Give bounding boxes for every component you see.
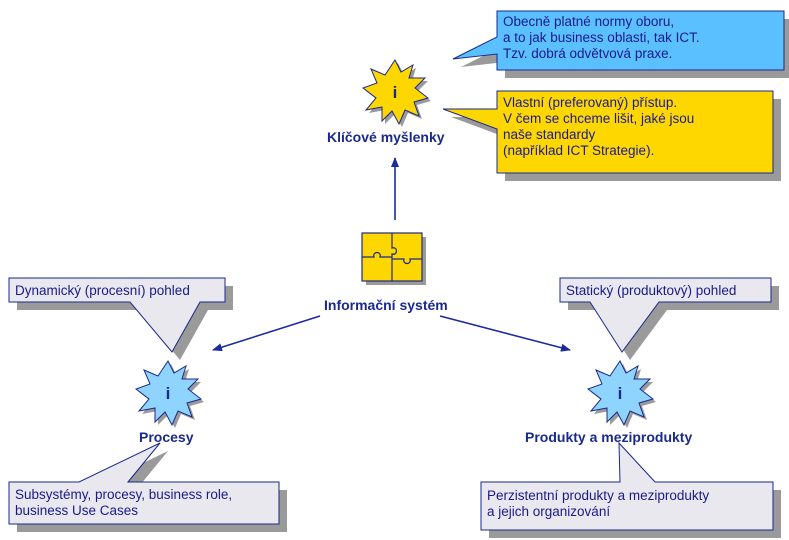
- node-label-products: Produkty a meziprodukty: [525, 429, 693, 445]
- callout-dynamic-view-text: Dynamický (procesní) pohled: [15, 283, 190, 298]
- callout-dynamic-view: [8, 277, 233, 360]
- callout-product-details-text: Perzistentní produkty a meziprodukty a j…: [487, 488, 710, 519]
- puzzle-icon: [361, 232, 426, 285]
- node-label-processes: Procesy: [139, 429, 194, 445]
- callout-product-details: [480, 441, 781, 538]
- arrow-to-products: [439, 315, 571, 352]
- callout-own-approach-text: Vlastní (preferovaný) přístup. V čem se …: [503, 95, 695, 158]
- callout-static-view-text: Statický (produktový) pohled: [566, 283, 737, 298]
- callout-process-details: [8, 442, 287, 532]
- callout-industry-norms-text: Obecně platné normy oboru, a to jak busi…: [503, 14, 700, 61]
- info-burst-icon: i: [361, 59, 431, 127]
- svg-text:i: i: [166, 384, 171, 403]
- svg-text:i: i: [393, 83, 398, 102]
- node-label-information-system: Informační systém: [324, 297, 448, 313]
- callout-industry-norms: [452, 10, 789, 78]
- connector-arrows: [212, 157, 571, 352]
- callout-static-view: [559, 277, 779, 360]
- callout-process-details-text: Subsystémy, procesy, business role, busi…: [15, 487, 233, 518]
- callout-own-approach: [442, 90, 781, 181]
- node-label-key-ideas: Klíčové myšlenky: [327, 129, 445, 145]
- info-burst-icon: i: [134, 360, 204, 428]
- svg-text:i: i: [618, 384, 623, 403]
- arrow-to-processes: [212, 315, 321, 352]
- info-burst-icon: i: [586, 360, 656, 428]
